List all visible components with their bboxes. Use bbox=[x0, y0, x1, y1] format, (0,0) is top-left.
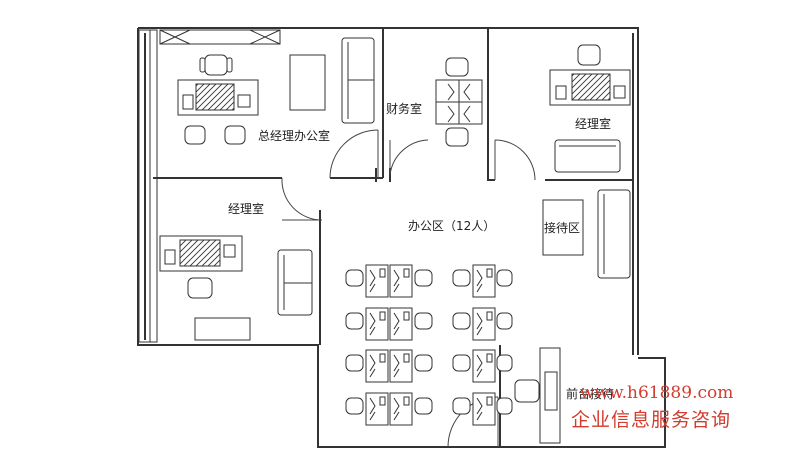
label-gm-office: 总经理办公室 bbox=[258, 128, 330, 143]
label-manager-right: 经理室 bbox=[575, 116, 611, 131]
label-office-area: 办公区（12人） bbox=[408, 218, 495, 233]
workstation-chair bbox=[496, 269, 513, 287]
front-desk-furniture bbox=[514, 347, 561, 444]
workstation bbox=[452, 307, 496, 341]
workstation bbox=[389, 264, 433, 298]
workstation bbox=[345, 392, 389, 426]
reception-area-furniture bbox=[542, 189, 631, 279]
workstation bbox=[389, 392, 433, 426]
watermark-url: www.h61889.com bbox=[580, 383, 733, 403]
label-finance: 财务室 bbox=[386, 101, 422, 116]
label-reception-area: 接待区 bbox=[544, 220, 580, 235]
left-manager-furniture bbox=[159, 235, 313, 341]
label-front-desk: 前台接待 bbox=[566, 386, 614, 401]
workstation bbox=[345, 264, 389, 298]
gm-office-furniture bbox=[177, 37, 375, 145]
workstation-chair bbox=[496, 397, 513, 415]
workstation bbox=[452, 349, 496, 383]
workstations bbox=[345, 264, 513, 426]
watermark-tagline: 企业信息服务咨询 bbox=[571, 409, 731, 431]
label-manager-left: 经理室 bbox=[228, 201, 264, 216]
workstation bbox=[345, 349, 389, 383]
workstation bbox=[452, 264, 496, 298]
workstation bbox=[345, 307, 389, 341]
workstation-chair bbox=[496, 354, 513, 372]
workstation-chair bbox=[496, 312, 513, 330]
workstation bbox=[389, 307, 433, 341]
workstation bbox=[389, 349, 433, 383]
walls bbox=[137, 27, 666, 448]
right-manager-furniture bbox=[549, 44, 631, 173]
finance-furniture bbox=[435, 57, 483, 147]
workstation bbox=[452, 392, 496, 426]
